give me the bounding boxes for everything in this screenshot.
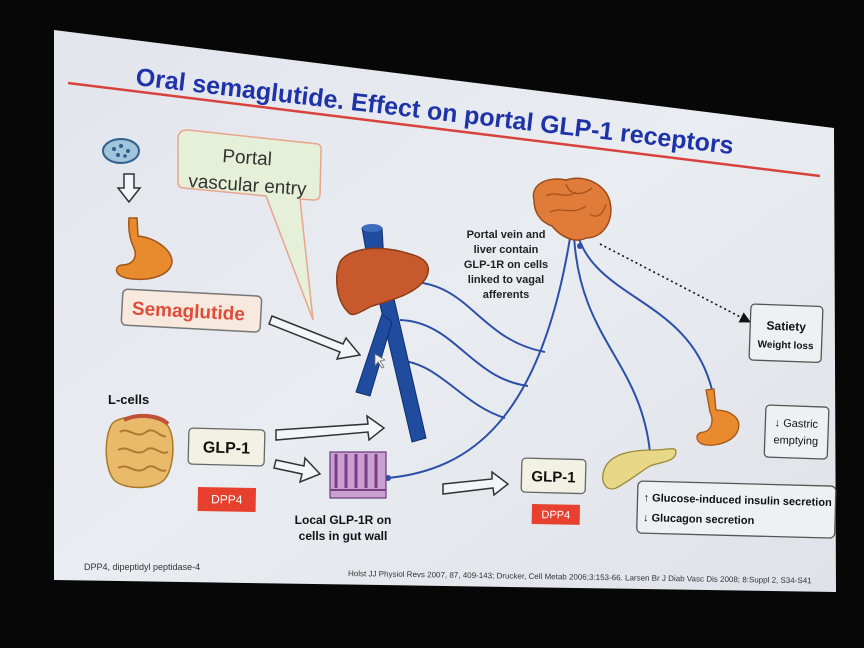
glucagon-text: ↓ Glucagon secretion xyxy=(643,512,755,527)
dpp4-right-label: DPP4 xyxy=(541,509,570,521)
l-cells-label: L-cells xyxy=(108,392,149,407)
weight-loss-label: Weight loss xyxy=(757,339,814,352)
local-note-line1: Local GLP-1R on xyxy=(295,513,392,527)
glp1-left-box: GLP-1 xyxy=(187,427,266,467)
arrow-to-vein xyxy=(268,315,362,360)
dpp4-right-badge: DPP4 xyxy=(531,503,580,525)
dpp4-left-badge: DPP4 xyxy=(197,487,256,513)
portal-note-line2: liver contain xyxy=(474,244,539,256)
glp1-left-label: GLP-1 xyxy=(203,439,251,457)
gastric-emptying-box: ↓ Gastric emptying xyxy=(763,404,830,460)
portal-vein-note: Portal vein and liver contain GLP-1R on … xyxy=(464,229,548,301)
satiety-label: Satiety xyxy=(766,319,806,334)
satiety-dotted-arrow xyxy=(599,243,751,323)
down-arrow-icon xyxy=(116,173,142,204)
glp1-right-label: GLP-1 xyxy=(531,468,576,486)
liver-icon xyxy=(335,247,430,316)
glp1-right-box: GLP-1 xyxy=(520,457,587,495)
local-note-line2: cells in gut wall xyxy=(299,529,388,543)
insulin-text: ↑ Glucose-induced insulin secretion xyxy=(643,492,832,509)
insulin-glucagon-box: ↑ Glucose-induced insulin secretion ↓ Gl… xyxy=(636,480,837,539)
nerve-node-brain-2 xyxy=(577,243,583,249)
satiety-box: Satiety Weight loss xyxy=(748,303,824,363)
portal-note-line5: afferents xyxy=(483,289,529,301)
vagal-nerves xyxy=(387,235,713,479)
portal-vein xyxy=(355,224,427,443)
gastric-line1: ↓ Gastric xyxy=(774,417,818,431)
intestine-icon xyxy=(105,413,174,489)
footnote: DPP4, dipeptidyl peptidase-4 xyxy=(84,562,200,572)
portal-note-line3: GLP-1R on cells xyxy=(464,259,548,271)
tablet-icon xyxy=(102,138,140,164)
dpp4-left-label: DPP4 xyxy=(211,492,243,507)
gut-villi-icon xyxy=(329,451,387,499)
title-underline xyxy=(67,81,821,178)
cursor-icon xyxy=(374,353,386,369)
stomach-right-icon xyxy=(696,388,740,446)
callout-text-line1: Portal xyxy=(222,146,273,170)
portal-note-line1: Portal vein and xyxy=(467,229,546,241)
brain-icon xyxy=(532,177,612,241)
portal-entry-callout: Portal vascular entry xyxy=(177,129,322,321)
portal-note-line4: linked to vagal xyxy=(468,274,544,286)
gastric-line2: emptying xyxy=(773,434,818,448)
pancreas-icon xyxy=(602,448,677,490)
semaglutide-box: Semaglutide xyxy=(120,288,263,333)
arrow-to-glp1-right xyxy=(442,470,510,497)
stomach-icon xyxy=(115,217,173,281)
arrow-to-gut-wall xyxy=(273,456,322,484)
arrow-to-portal xyxy=(275,414,386,442)
